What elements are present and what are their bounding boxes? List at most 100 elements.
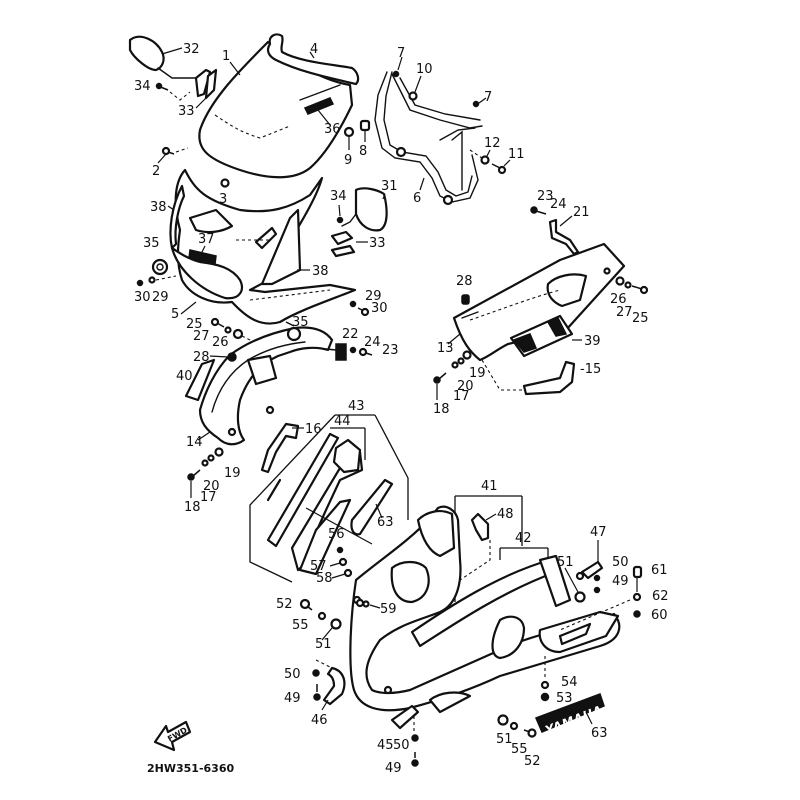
part-20-washer-b[interactable] — [457, 357, 465, 365]
part-2-screw[interactable] — [161, 146, 175, 156]
part-47-stay[interactable] — [575, 560, 604, 581]
part-19-collar-b[interactable] — [462, 350, 472, 360]
part-3-grommet[interactable] — [220, 178, 230, 188]
part-32-mirror[interactable] — [128, 35, 218, 100]
part-29-washer-a[interactable] — [148, 276, 156, 284]
label-35a: 35 — [143, 236, 160, 251]
part-18-bolt-b[interactable] — [433, 372, 447, 384]
part-18-bolt-a[interactable] — [187, 469, 201, 481]
part-26-collar-a[interactable] — [232, 328, 244, 340]
part-36-screen-label[interactable] — [303, 97, 335, 115]
part-8-damper[interactable] — [359, 119, 371, 132]
dashline-29a — [155, 275, 177, 281]
part-27-washer-b[interactable] — [624, 281, 632, 289]
part-55-washer-b[interactable] — [509, 721, 519, 731]
part-27-washer-a[interactable] — [224, 326, 232, 334]
part-35-grommet-b[interactable] — [285, 321, 302, 342]
part-4-windscreen-trim[interactable] — [266, 33, 360, 86]
part-53-nut[interactable] — [540, 692, 550, 702]
part-25-bolt-b[interactable] — [631, 285, 649, 295]
part-23-bolt-b[interactable] — [530, 206, 538, 214]
part-10-nut[interactable] — [408, 91, 418, 101]
leader-13 — [447, 333, 461, 345]
part-58-collar[interactable] — [343, 568, 353, 578]
part-49-bolt-c[interactable] — [593, 586, 601, 594]
part-17-washer-b[interactable] — [451, 361, 459, 369]
part-30-screw-b[interactable] — [357, 307, 370, 317]
label-23b: 23 — [537, 189, 554, 204]
part-52-bolt-b[interactable] — [523, 728, 537, 738]
part-52-bolt-a[interactable] — [299, 598, 313, 611]
leader-63a — [375, 503, 383, 519]
part-49-bolt-a[interactable] — [313, 684, 321, 701]
part-9-collar[interactable] — [343, 126, 355, 138]
part-35-grommet-a[interactable] — [151, 258, 169, 276]
part-28-nut-b[interactable] — [461, 294, 470, 305]
leader-7b — [478, 97, 487, 104]
bracket-43-right — [374, 414, 409, 520]
part-51-grommet-a[interactable] — [330, 618, 342, 630]
part-63-stripe[interactable] — [350, 478, 394, 536]
part-38-trim-left[interactable] — [169, 184, 186, 250]
part-60-bolt[interactable] — [633, 610, 641, 618]
part-13-side-panel[interactable] — [452, 242, 626, 362]
part-57-washer[interactable] — [338, 557, 348, 567]
part-37-emblem[interactable] — [188, 249, 217, 265]
part-22-bracket[interactable] — [315, 343, 347, 361]
label-46: 46 — [311, 713, 328, 728]
part-28-nut-a[interactable] — [227, 352, 237, 362]
label-63b: 63 — [591, 726, 608, 741]
part-20-washer-a[interactable] — [207, 454, 215, 462]
part-17-washer-a[interactable] — [201, 459, 209, 467]
part-61-nut[interactable] — [632, 565, 643, 579]
part-34-bolt[interactable] — [155, 82, 169, 91]
part-31-mirror[interactable] — [341, 187, 388, 232]
part-41-under-cowling[interactable] — [349, 505, 621, 714]
part-56-screw[interactable] — [336, 546, 344, 554]
part-40-tape[interactable] — [184, 358, 216, 402]
part-16-stay[interactable] — [260, 422, 300, 474]
part-51-grommet-b[interactable] — [497, 714, 509, 726]
part-39-decal[interactable] — [509, 314, 574, 358]
part-50-nut-b[interactable] — [411, 734, 419, 742]
part-48-bracket[interactable] — [470, 512, 490, 542]
part-50-nut-a[interactable] — [312, 669, 320, 677]
part-12-washer[interactable] — [480, 155, 490, 165]
part-50-nut-c[interactable] — [593, 574, 601, 582]
leader-59 — [369, 604, 381, 609]
label-49b: 49 — [385, 761, 402, 776]
part-33-mirror-base[interactable] — [330, 230, 356, 258]
part-45-stay[interactable] — [390, 704, 420, 730]
part-11-bolt[interactable] — [491, 163, 507, 175]
part-5-upper-cowling[interactable] — [170, 168, 357, 325]
part-59-screw[interactable] — [355, 598, 370, 608]
part-24-washer-a[interactable] — [349, 346, 357, 354]
part-49-bolt-b[interactable] — [411, 752, 419, 767]
label-50a: 50 — [284, 667, 301, 682]
part-55-washer-a[interactable] — [317, 611, 327, 621]
part-24-washer-b[interactable] — [535, 210, 547, 215]
label-7b: 7 — [484, 90, 492, 105]
part-21-stay[interactable] — [548, 218, 580, 256]
part-25-bolt-a[interactable] — [210, 317, 225, 328]
label-55b: 55 — [511, 742, 528, 757]
part-30-screw-a[interactable] — [136, 279, 144, 287]
part-19-collar-a[interactable] — [214, 447, 224, 457]
part-62-washer[interactable] — [632, 592, 642, 602]
part-46-stay[interactable] — [322, 666, 346, 706]
part-1-windscreen[interactable] — [198, 40, 354, 179]
part-44-graphic[interactable] — [266, 432, 364, 576]
part-51-grommet-c[interactable] — [574, 591, 586, 603]
part-34-bolt-b[interactable] — [336, 216, 344, 224]
part-15-stay[interactable] — [522, 360, 576, 396]
label-26b: 26 — [610, 292, 627, 307]
label-18b: 18 — [433, 402, 450, 417]
part-26-collar-b[interactable] — [615, 276, 625, 286]
part-23-bolt-a[interactable] — [358, 347, 373, 357]
part-7-clip-b[interactable] — [472, 100, 480, 108]
part-54-washer[interactable] — [540, 680, 550, 690]
part-7-clip-a[interactable] — [392, 70, 400, 78]
part-6-cowling-stay[interactable] — [374, 71, 483, 206]
label-57: 57 — [310, 559, 327, 574]
part-29-washer-b[interactable] — [349, 300, 357, 308]
